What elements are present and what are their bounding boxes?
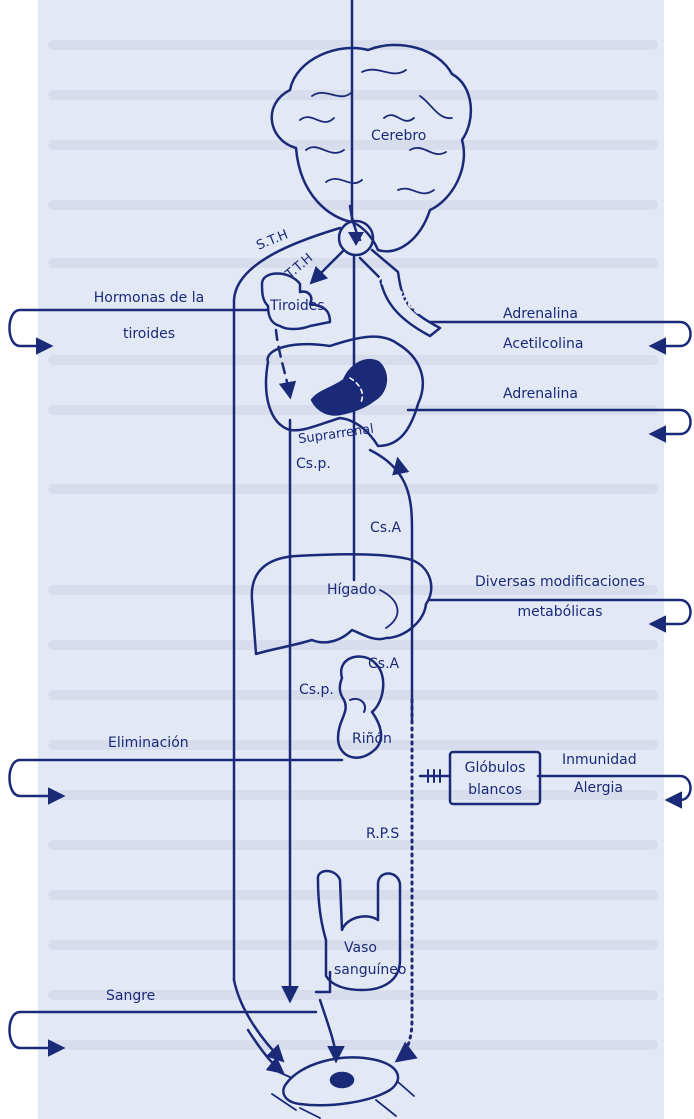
tth-line xyxy=(312,250,344,282)
brain-outline xyxy=(272,45,471,251)
label-alergia: Alergia xyxy=(574,780,623,797)
label-rinon: Riñón xyxy=(352,731,392,748)
label-inmunidad: Inmunidad xyxy=(562,752,637,769)
arrow-curve-bottom xyxy=(248,1030,282,1072)
label-csa-upper: Cs.A xyxy=(370,520,401,537)
label-globulos-line2: blancos xyxy=(450,782,540,799)
pituitary-arrow xyxy=(348,232,364,246)
tissue-nucleus xyxy=(331,1073,353,1087)
label-csa-lower: Cs.A xyxy=(368,656,399,673)
arrow-vessel-bottom xyxy=(320,1000,336,1060)
adrenal-core xyxy=(312,360,386,414)
csa-line-to-adrenal xyxy=(398,460,400,470)
label-eliminacion: Eliminación xyxy=(108,735,189,752)
label-higado: Hígado xyxy=(327,582,376,599)
label-diversas-line1: Diversas modificaciones xyxy=(440,574,680,591)
vessel-stub xyxy=(316,972,330,992)
eliminacion-line xyxy=(10,760,343,796)
arrow-sth-bottom xyxy=(234,980,282,1060)
label-globulos-line1: Glóbulos xyxy=(450,760,540,777)
label-hormonas-line1: Hormonas de la xyxy=(74,290,224,307)
label-rps: R.P.S xyxy=(366,826,399,843)
label-adrenalina-mid: Adrenalina xyxy=(503,386,578,403)
sangre-line xyxy=(10,1012,317,1048)
kidney-duct xyxy=(350,699,365,712)
sth-line xyxy=(234,228,340,980)
label-sangre: Sangre xyxy=(106,988,155,1005)
adrenalina-mid-line xyxy=(408,410,691,434)
label-vaso-line2: sanguíneo xyxy=(334,962,406,979)
label-hormonas-line2: tiroides xyxy=(74,326,224,343)
label-vaso-line1: Vaso xyxy=(344,940,377,957)
label-tiroides: Tiroides xyxy=(270,298,325,315)
tth-dashed xyxy=(276,330,290,396)
label-csp-lower: Cs.p. xyxy=(299,682,334,699)
label-csp-upper: Cs.p. xyxy=(296,456,331,473)
label-cerebro: Cerebro xyxy=(371,128,426,145)
liver-fold xyxy=(380,590,397,628)
liver xyxy=(252,554,431,654)
label-diversas-line2: metabólicas xyxy=(440,604,680,621)
label-acetilcolina: Acetilcolina xyxy=(503,336,583,353)
label-adrenalina-top: Adrenalina xyxy=(503,306,578,323)
